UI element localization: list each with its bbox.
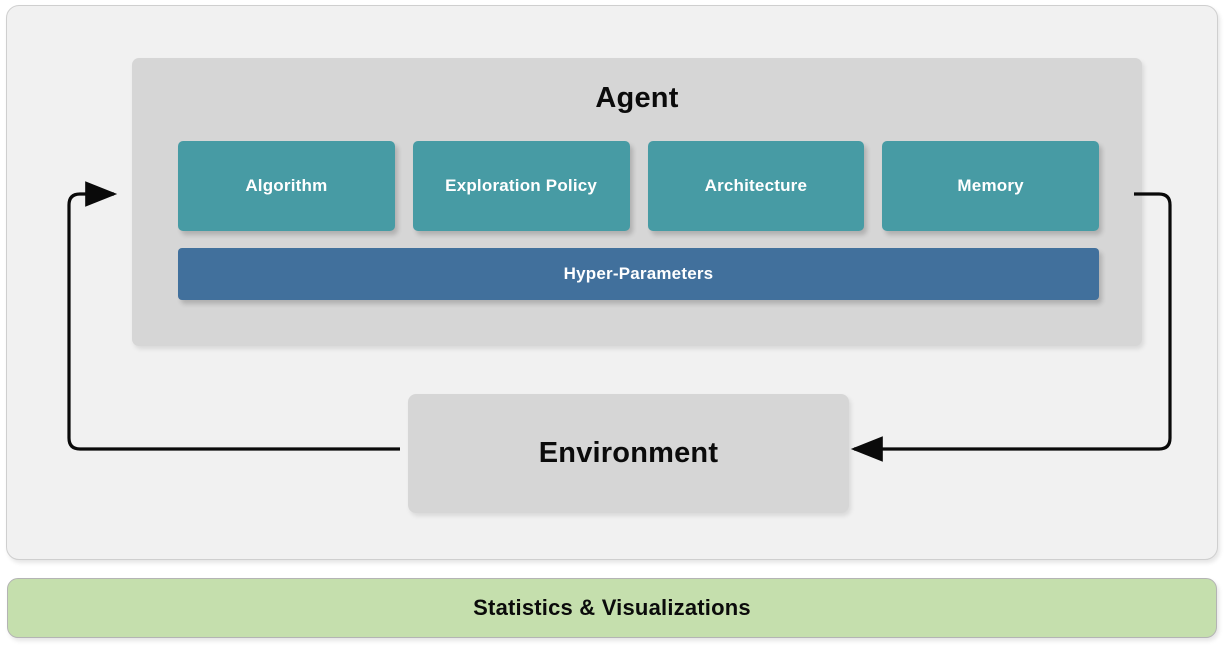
statistics-visualizations-bar[interactable]: Statistics & Visualizations [7, 578, 1217, 638]
system-card: Agent Algorithm Exploration Policy Archi… [6, 5, 1218, 560]
agent-component-memory[interactable]: Memory [882, 141, 1099, 231]
statistics-visualizations-label: Statistics & Visualizations [473, 595, 751, 620]
agent-title: Agent [595, 82, 679, 114]
agent-component-architecture[interactable]: Architecture [647, 141, 865, 231]
agent-component-row: Algorithm Exploration Policy Architectur… [178, 141, 1099, 231]
hyper-parameters-label: Hyper-Parameters [563, 264, 714, 283]
agent-component-label: Exploration Policy [445, 176, 598, 195]
environment-title: Environment [538, 437, 719, 469]
agent-container[interactable]: Agent Algorithm Exploration Policy Archi… [132, 58, 1142, 346]
agent-component-label: Algorithm [245, 176, 328, 195]
agent-component-algorithm[interactable]: Algorithm [178, 141, 395, 231]
hyper-parameters-bar[interactable]: Hyper-Parameters [178, 248, 1099, 300]
environment-container[interactable]: Environment [408, 394, 849, 513]
agent-component-label: Architecture [704, 176, 808, 195]
agent-component-label: Memory [957, 176, 1024, 195]
agent-component-exploration-policy[interactable]: Exploration Policy [412, 141, 630, 231]
